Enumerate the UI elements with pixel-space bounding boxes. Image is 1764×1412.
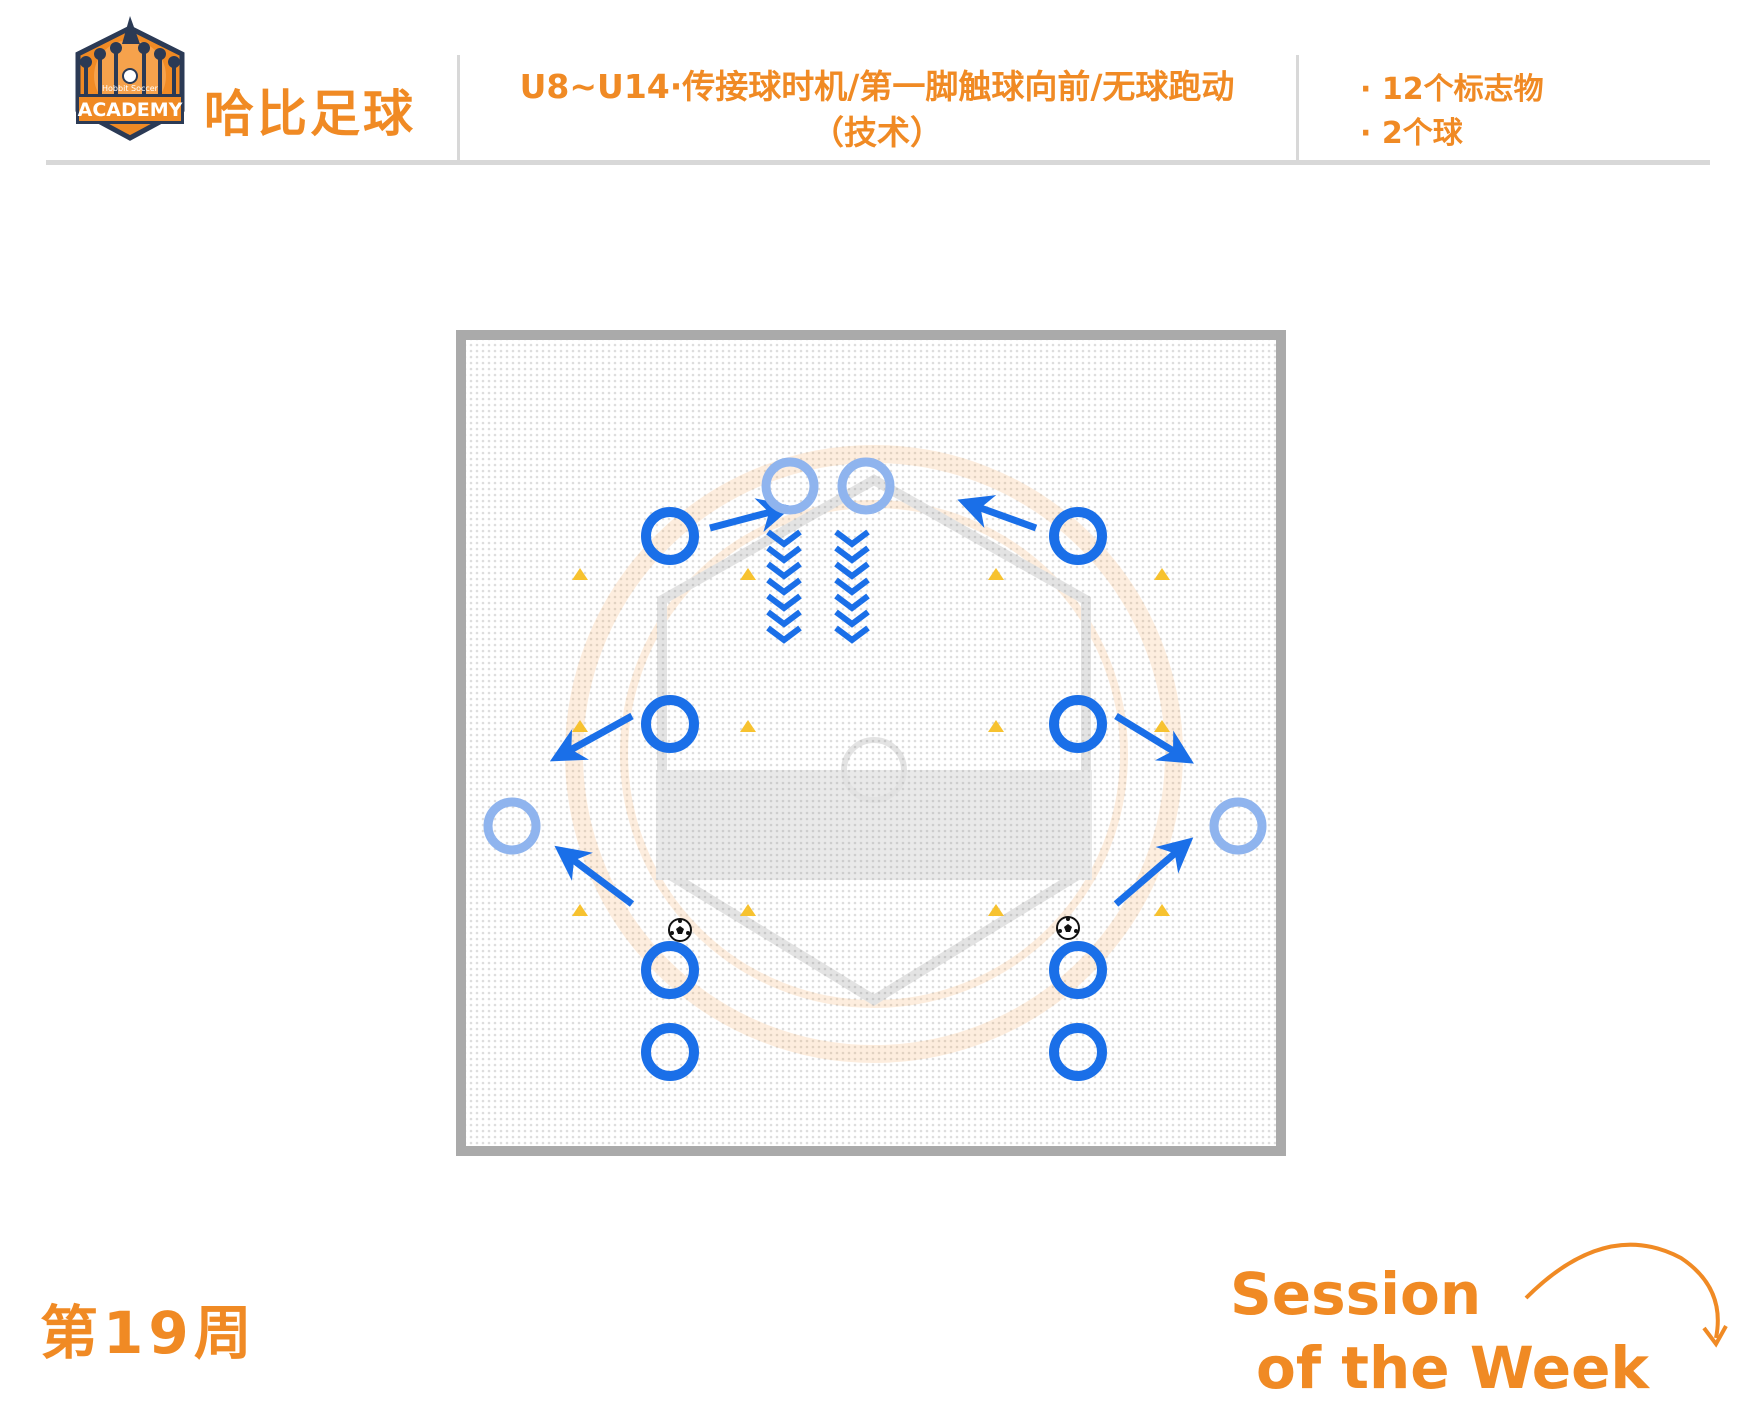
session-title-line1: U8~U14·传接球时机/第一脚触球向前/无球跑动: [519, 67, 1235, 106]
player-icon: [641, 1023, 699, 1081]
cone-icon: [988, 720, 1004, 732]
player-icon: [641, 941, 699, 999]
cone-icon: [740, 568, 756, 580]
header-underline: [46, 160, 1710, 165]
cone-icon: [572, 720, 588, 732]
equipment-item-cones: · 12个标志物: [1360, 72, 1544, 107]
brand-name: 哈比足球: [204, 85, 416, 143]
ghost-player-icon: [837, 457, 895, 515]
dribble-chevrons: [766, 529, 870, 644]
cone-icon: [740, 904, 756, 916]
dribble-chevron: [766, 529, 802, 644]
equipment-list: · 12个标志物 · 2个球: [1360, 68, 1544, 156]
player-arrows: [549, 495, 1194, 907]
header: ACADEMY Hobbit Soccer 哈比足球 U8~U14·传接球时机/…: [0, 0, 1764, 170]
cone-icon: [572, 568, 588, 580]
pass-arrow-top-right: [957, 495, 1038, 532]
svg-text:ACADEMY: ACADEMY: [78, 99, 183, 121]
player-icon: [1049, 507, 1107, 565]
cone-icon: [988, 568, 1004, 580]
ghost-player-icon: [483, 797, 541, 855]
run-arrow-mid-right: [1114, 713, 1194, 764]
cone-icon: [1154, 720, 1170, 732]
hobbit-academy-logo: ACADEMY Hobbit Soccer: [75, 16, 185, 141]
ball-icon: [668, 918, 692, 942]
training-field-diagram: [456, 330, 1286, 1156]
run-arrow-mid-left: [549, 712, 634, 762]
ball-icon: [1056, 916, 1080, 940]
cone-icon: [572, 904, 588, 916]
session-title: U8~U14·传接球时机/第一脚触球向前/无球跑动 （技术）: [462, 64, 1292, 156]
session-of-the-week-logo: Session of the Week: [1230, 1242, 1728, 1402]
ghost-player-icon: [761, 457, 819, 515]
players: [641, 507, 1107, 1081]
svg-text:Hobbit Soccer: Hobbit Soccer: [102, 84, 159, 93]
pass-arrow-low-right: [1113, 837, 1194, 907]
field-surface: [456, 330, 1286, 1156]
target-positions: [483, 457, 1267, 855]
svg-text:of the Week: of the Week: [1256, 1334, 1650, 1402]
cone-icon: [1154, 568, 1170, 580]
player-icon: [1049, 941, 1107, 999]
pass-arrow-low-left: [554, 845, 635, 907]
week-label: 第19周: [40, 1299, 257, 1367]
cone-icon: [1154, 904, 1170, 916]
cone-icon: [740, 720, 756, 732]
cone-icon: [988, 904, 1004, 916]
pass-arrow-top-left: [709, 498, 793, 533]
player-icon: [1049, 695, 1107, 753]
ghost-player-icon: [1209, 797, 1267, 855]
session-title-line2: （技术）: [811, 113, 943, 152]
svg-text:Session: Session: [1230, 1260, 1481, 1328]
cones: [572, 568, 1170, 916]
player-icon: [641, 695, 699, 753]
header-divider: [457, 55, 460, 160]
player-icon: [641, 507, 699, 565]
dribble-chevron: [834, 529, 870, 644]
equipment-item-balls: · 2个球: [1360, 116, 1463, 151]
header-divider: [1296, 55, 1299, 160]
player-icon: [1049, 1023, 1107, 1081]
balls: [668, 916, 1080, 942]
